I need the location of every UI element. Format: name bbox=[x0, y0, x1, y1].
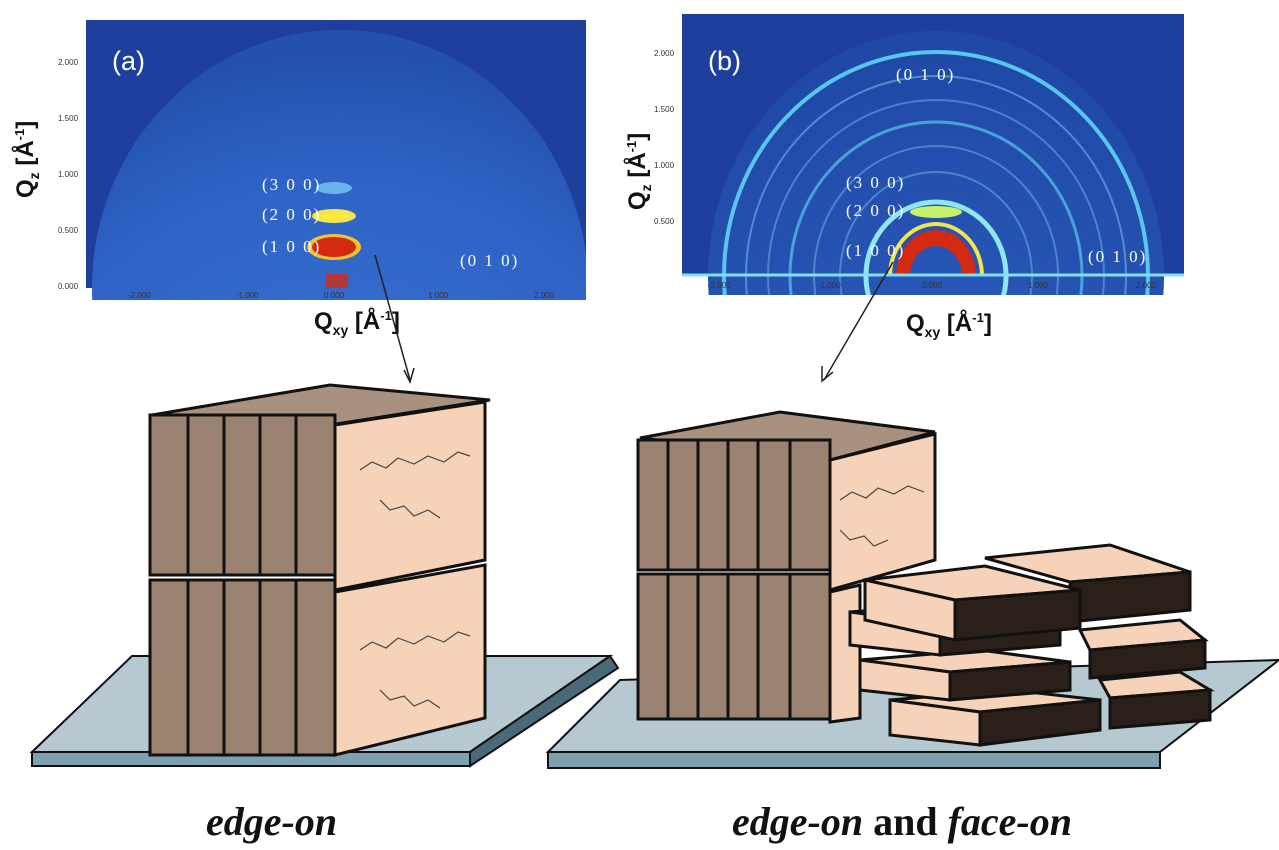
x-axis-title-sub: xy bbox=[332, 321, 349, 338]
reflection-label: (3 0 0) bbox=[262, 175, 321, 194]
face-on-slabs bbox=[848, 543, 1215, 747]
x-tick: -1.000 bbox=[818, 281, 841, 290]
y-axis-ticks-b: 2.000 1.500 1.000 0.500 bbox=[654, 49, 675, 226]
x-tick: 2.000 bbox=[1136, 281, 1157, 290]
arrow-a bbox=[374, 254, 411, 381]
face-on-slab bbox=[888, 688, 1102, 747]
x-axis-title-sup: -1 bbox=[972, 310, 984, 325]
x-tick: 2.000 bbox=[534, 291, 555, 300]
y-tick: 1.000 bbox=[654, 161, 675, 170]
x-tick: -2.000 bbox=[708, 281, 731, 290]
x-axis-title-sub: xy bbox=[924, 323, 941, 340]
x-axis-title-b: Qxy [Å-1] bbox=[906, 310, 992, 340]
reflection-label: (0 1 0) bbox=[1088, 247, 1147, 266]
face-on-slab bbox=[1097, 670, 1215, 730]
y-tick: 1.000 bbox=[58, 170, 79, 179]
reflection-label: (2 0 0) bbox=[262, 205, 321, 224]
y-tick: 1.500 bbox=[654, 105, 675, 114]
x-tick: 1.000 bbox=[428, 291, 449, 300]
x-tick: -1.000 bbox=[236, 291, 259, 300]
y-axis-ticks-a: 2.000 1.500 1.000 0.500 0.000 bbox=[58, 58, 79, 291]
y-tick: 0.500 bbox=[654, 217, 675, 226]
x-axis-title-unit: [Å bbox=[348, 308, 381, 335]
y-tick: 0.000 bbox=[58, 282, 79, 291]
edge-on-stack-left bbox=[148, 383, 491, 757]
caption-left: edge-on bbox=[206, 798, 337, 845]
x-tick: 0.000 bbox=[922, 281, 943, 290]
x-axis-title-text: Q bbox=[906, 310, 925, 337]
x-axis-ticks-a: -2.000 -1.000 0.000 1.000 2.000 bbox=[128, 291, 555, 300]
face-on-slab bbox=[1077, 618, 1209, 680]
reflection-label: (2 0 0) bbox=[846, 201, 905, 220]
giwaxs-pattern-b: 2.000 1.500 1.000 0.500 -2.000 -1.000 0.… bbox=[654, 14, 1184, 295]
x-axis-title-sup: -1 bbox=[380, 308, 392, 323]
y-tick: 2.000 bbox=[58, 58, 79, 67]
face-on-slab bbox=[863, 564, 1082, 642]
x-tick: 0.000 bbox=[324, 291, 345, 300]
reflection-label: (0 1 0) bbox=[896, 65, 955, 84]
y-tick: 1.500 bbox=[58, 114, 79, 123]
caption-right-face: face-on bbox=[947, 799, 1072, 844]
x-axis-title-text: Q bbox=[314, 308, 333, 335]
reflection-label: (0 1 0) bbox=[460, 251, 519, 270]
arrow-b bbox=[823, 261, 894, 381]
caption-right-edge: edge-on bbox=[732, 799, 864, 844]
x-tick: 1.000 bbox=[1028, 281, 1049, 290]
arrowhead-a bbox=[403, 367, 415, 385]
panel-tag-b: (b) bbox=[708, 46, 741, 76]
arrowhead-b bbox=[821, 366, 834, 383]
x-axis-title-end: ] bbox=[983, 310, 992, 337]
pointer-arrows bbox=[374, 254, 894, 385]
x-axis-ticks-b: -2.000 -1.000 0.000 1.000 2.000 bbox=[708, 281, 1157, 290]
x-tick: -2.000 bbox=[128, 291, 151, 300]
x-axis-title-unit: [Å bbox=[940, 310, 973, 337]
caption-left-text: edge-on bbox=[206, 799, 338, 844]
giwaxs-pattern-a: 2.000 1.500 1.000 0.500 0.000 -2.000 -1.… bbox=[58, 20, 586, 300]
reflection-label: (1 0 0) bbox=[846, 241, 905, 260]
y-tick: 2.000 bbox=[654, 49, 675, 58]
reflection-label: (1 0 0) bbox=[262, 237, 321, 256]
x-axis-title-a: Qxy [Å-1] bbox=[314, 308, 400, 338]
reflection-label: (3 0 0) bbox=[846, 173, 905, 192]
face-on-slab bbox=[858, 648, 1072, 702]
caption-right: edge-on and face-on bbox=[732, 798, 1072, 845]
panel-tag-a: (a) bbox=[112, 46, 145, 76]
caption-right-and: and bbox=[863, 799, 948, 844]
x-axis-title-end: ] bbox=[391, 308, 400, 335]
y-tick: 0.500 bbox=[58, 226, 79, 235]
